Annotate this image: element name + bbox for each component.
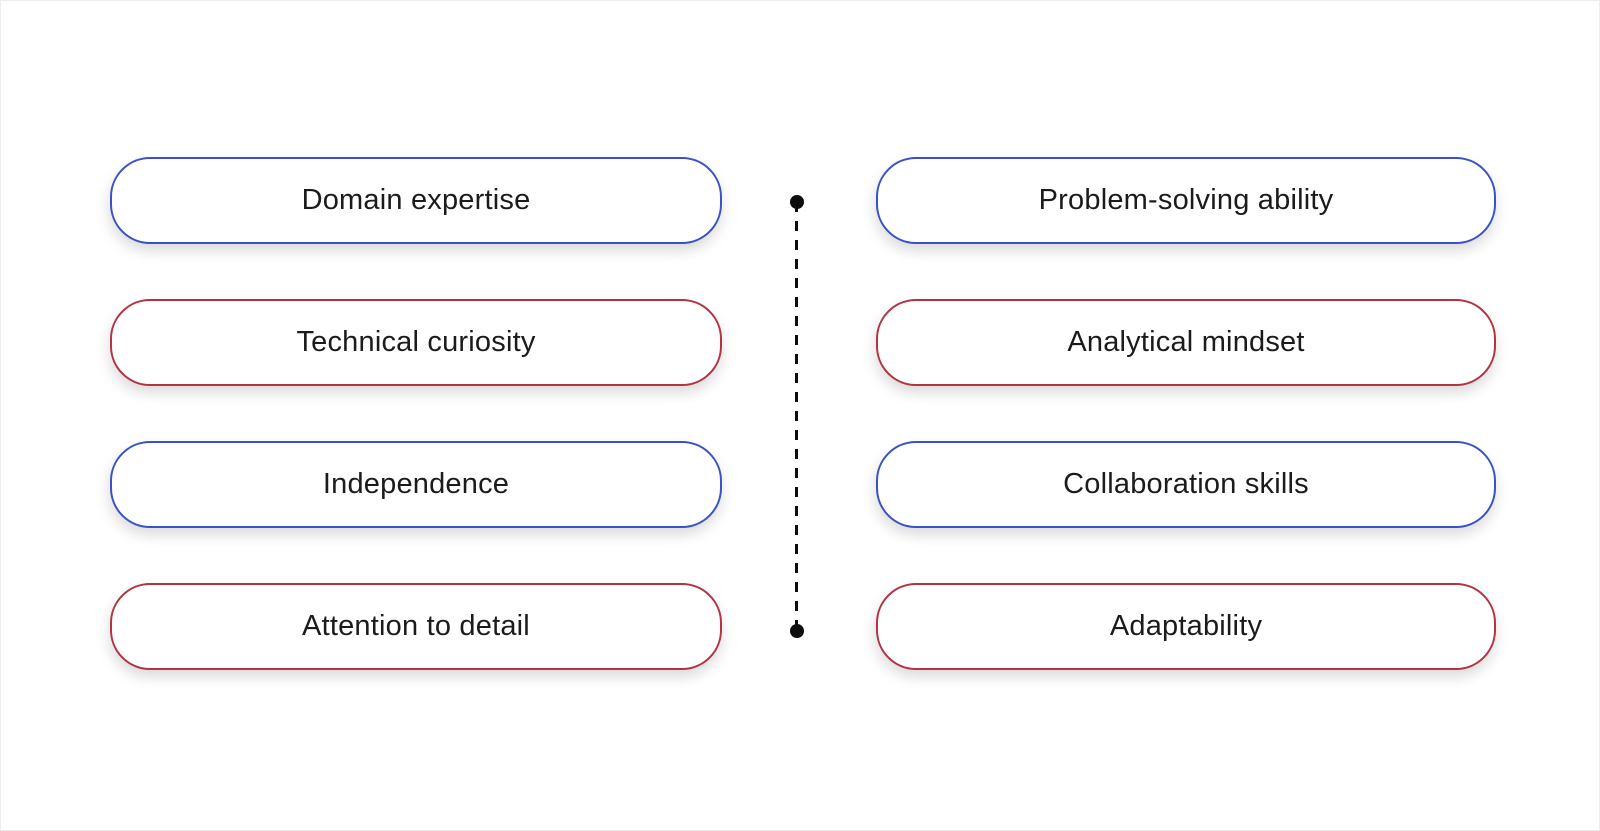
pill-technical-curiosity: Technical curiosity [110, 299, 722, 386]
pill-label: Domain expertise [301, 184, 531, 216]
connector-dashed-line [795, 202, 798, 631]
pill-label: Attention to detail [302, 610, 530, 642]
pill-label: Problem-solving ability [1038, 184, 1334, 216]
pill-problem-solving-ability: Problem-solving ability [876, 157, 1496, 244]
pill-label: Technical curiosity [296, 326, 536, 358]
right-column: Problem-solving ability Analytical minds… [876, 157, 1496, 670]
pill-collaboration-skills: Collaboration skills [876, 441, 1496, 528]
pill-analytical-mindset: Analytical mindset [876, 299, 1496, 386]
pill-domain-expertise: Domain expertise [110, 157, 722, 244]
pill-label: Analytical mindset [1067, 326, 1305, 358]
pill-label: Independence [322, 468, 510, 500]
pill-attention-to-detail: Attention to detail [110, 583, 722, 670]
pill-label: Collaboration skills [1063, 468, 1309, 500]
connector-bottom-dot-icon [790, 624, 804, 638]
pill-adaptability: Adaptability [876, 583, 1496, 670]
pill-independence: Independence [110, 441, 722, 528]
pill-label: Adaptability [1109, 610, 1263, 642]
left-column: Domain expertise Technical curiosity Ind… [110, 157, 722, 670]
